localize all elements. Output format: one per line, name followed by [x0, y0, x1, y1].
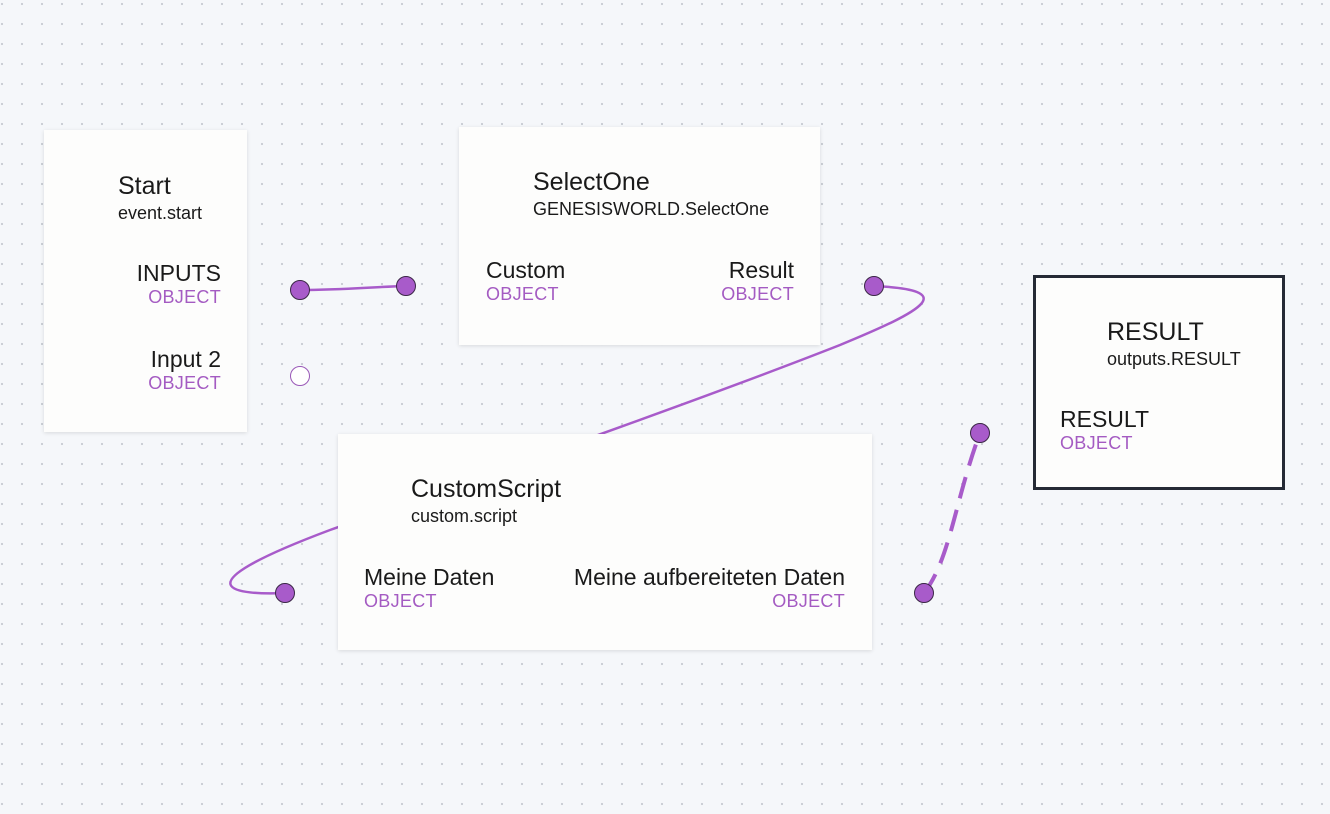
port-type: OBJECT — [721, 284, 794, 304]
port-name: Meine Daten — [364, 564, 495, 590]
edge-customscript-output-to-result-pending[interactable] — [922, 432, 982, 595]
output-port-result: Result OBJECT — [721, 257, 794, 305]
port-name: Input 2 — [150, 346, 221, 372]
handle-selectone-result-out[interactable] — [864, 276, 884, 296]
node-subtitle: GENESISWORLD.SelectOne — [533, 199, 770, 219]
handle-start-inputs-out[interactable] — [290, 280, 310, 300]
edge-start-inputs-to-selectone-custom[interactable] — [299, 284, 407, 292]
output-port-inputs: INPUTS OBJECT — [137, 260, 221, 308]
node-start[interactable]: Start event.start INPUTS OBJECT Input 2 … — [44, 130, 247, 432]
input-port-custom: Custom OBJECT — [486, 257, 565, 305]
port-name: RESULT — [1060, 406, 1150, 432]
port-type: OBJECT — [148, 373, 221, 393]
node-title: CustomScript — [411, 475, 562, 503]
port-name: Meine aufbereiteten Daten — [573, 564, 845, 590]
input-port-meine-daten: Meine Daten OBJECT — [364, 564, 494, 612]
node-subtitle: custom.script — [411, 506, 518, 526]
port-name: Custom — [486, 257, 566, 283]
output-port-meine-aufbereiteten-daten: Meine aufbereiteten Daten OBJECT — [574, 564, 845, 612]
port-type: OBJECT — [148, 287, 221, 307]
node-customscript[interactable]: CustomScript custom.script Meine Daten O… — [338, 434, 872, 650]
port-name: INPUTS — [136, 260, 221, 286]
handle-start-input-2-out[interactable] — [290, 366, 310, 386]
port-type: OBJECT — [364, 591, 437, 611]
handle-result-in[interactable] — [970, 423, 990, 443]
handle-customscript-output-out[interactable] — [914, 583, 934, 603]
input-port-result: RESULT OBJECT — [1060, 406, 1149, 454]
port-name: Result — [728, 257, 794, 283]
node-subtitle: outputs.RESULT — [1107, 349, 1241, 369]
output-port-input-2: Input 2 OBJECT — [148, 346, 221, 394]
port-type: OBJECT — [1060, 433, 1133, 453]
node-selectone[interactable]: SelectOne GENESISWORLD.SelectOne Custom … — [459, 127, 820, 345]
node-subtitle: event.start — [118, 203, 203, 223]
port-type: OBJECT — [772, 591, 845, 611]
node-result[interactable]: RESULT outputs.RESULT RESULT OBJECT — [1033, 275, 1285, 490]
node-title: Start — [118, 172, 171, 200]
port-type: OBJECT — [486, 284, 559, 304]
node-title: RESULT — [1107, 318, 1204, 346]
node-title: SelectOne — [533, 168, 650, 196]
handle-customscript-meine-daten-in[interactable] — [275, 583, 295, 603]
handle-selectone-custom-in[interactable] — [396, 276, 416, 296]
